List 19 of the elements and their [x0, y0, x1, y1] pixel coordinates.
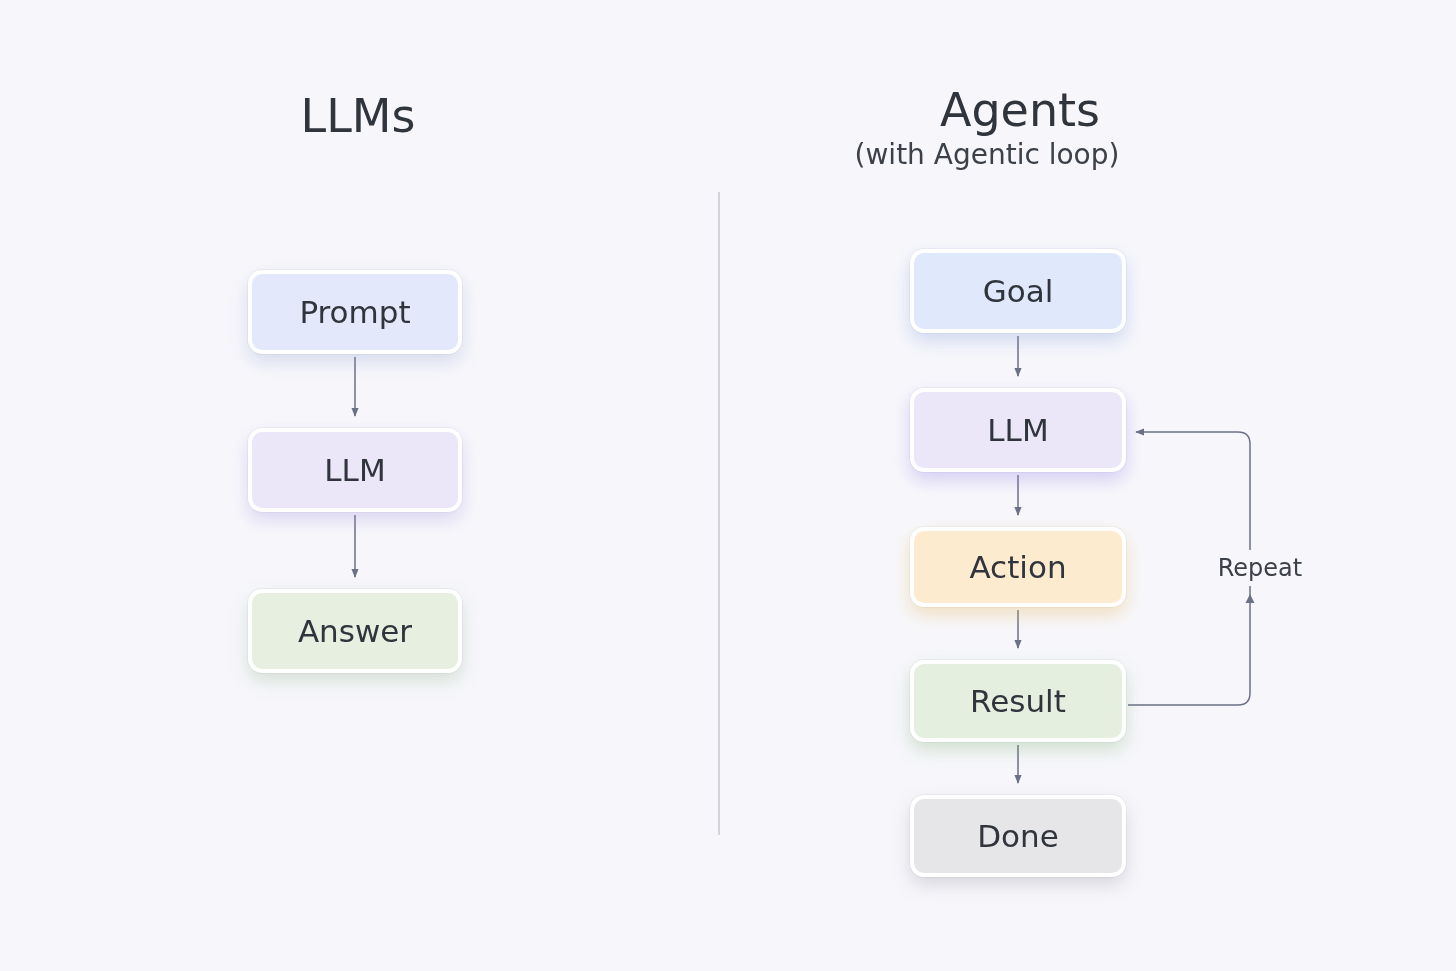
process-box — [248, 270, 462, 354]
process-box — [248, 589, 462, 673]
box-label: LLM — [324, 450, 386, 490]
box-label: Prompt — [299, 292, 411, 332]
process-box — [910, 527, 1126, 607]
process-box — [910, 249, 1126, 333]
box-label: LLM — [987, 410, 1049, 450]
column-heading: LLMs — [299, 88, 417, 145]
column-heading: Agents — [938, 82, 1102, 139]
process-box — [910, 388, 1126, 472]
subheading: (with Agentic loop) — [853, 137, 1121, 173]
box-label: Result — [970, 681, 1066, 721]
box-label: Done — [977, 816, 1059, 856]
process-box — [910, 660, 1126, 742]
box-label: Answer — [297, 611, 413, 651]
box-label: Goal — [982, 271, 1054, 311]
process-box — [248, 428, 462, 512]
process-box — [910, 795, 1126, 877]
box-label: Action — [969, 547, 1067, 587]
